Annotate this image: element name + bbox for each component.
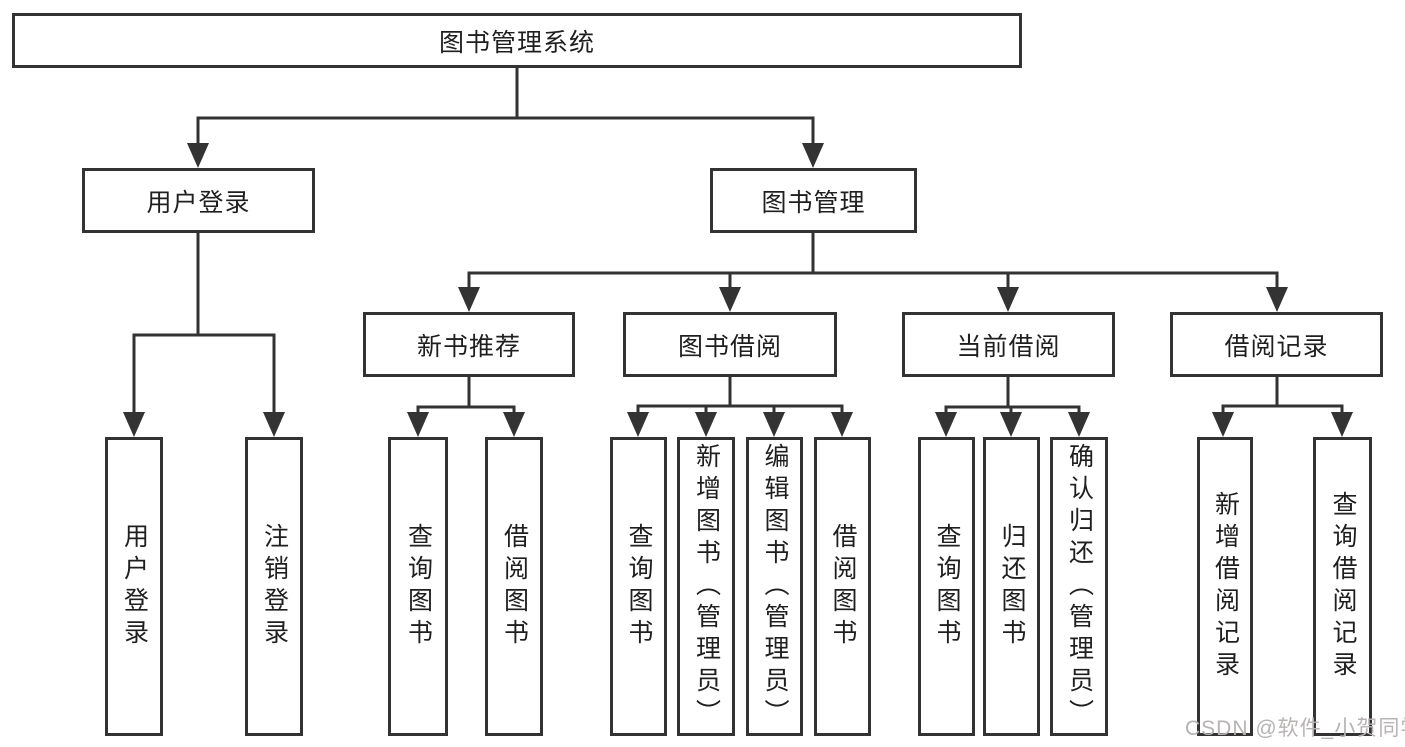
leaf-records-query-record-label: 查询借阅记录 xyxy=(1329,490,1357,683)
node-book-management-label: 图书管理 xyxy=(761,188,866,217)
node-user-login: 用户登录 xyxy=(82,168,315,233)
node-book-borrow-label: 图书借阅 xyxy=(677,332,782,361)
node-current-borrow-label: 当前借阅 xyxy=(956,332,1061,361)
leaf-borrow-borrow-books-label: 借阅图书 xyxy=(829,522,857,651)
node-new-book-recommend: 新书推荐 xyxy=(363,312,575,377)
leaf-user-login-label: 用户登录 xyxy=(120,522,149,651)
leaf-recommend-borrow-books: 借阅图书 xyxy=(485,437,543,736)
node-new-book-recommend-label: 新书推荐 xyxy=(416,332,521,361)
watermark: CSDN @软件_小贺同学 xyxy=(1185,717,1405,740)
node-user-login-label: 用户登录 xyxy=(146,188,251,217)
leaf-current-return-books: 归还图书 xyxy=(983,437,1040,736)
leaf-current-confirm-return-admin: 确认归还（管理员） xyxy=(1050,437,1108,736)
leaf-current-query-books-label: 查询图书 xyxy=(933,522,961,651)
leaf-borrow-query-books: 查询图书 xyxy=(610,437,667,736)
leaf-borrow-edit-books-admin-label: 编辑图书（管理员） xyxy=(761,442,789,731)
leaf-user-login: 用户登录 xyxy=(105,437,163,736)
leaf-borrow-edit-books-admin: 编辑图书（管理员） xyxy=(746,437,803,736)
leaf-records-add-record-label: 新增借阅记录 xyxy=(1211,490,1240,683)
leaf-current-confirm-return-admin-label: 确认归还（管理员） xyxy=(1065,442,1094,731)
leaf-current-return-books-label: 归还图书 xyxy=(998,522,1026,651)
leaf-borrow-query-books-label: 查询图书 xyxy=(625,522,653,651)
node-borrow-records-label: 借阅记录 xyxy=(1224,332,1329,361)
leaf-recommend-query-books: 查询图书 xyxy=(388,437,448,736)
leaf-records-query-record: 查询借阅记录 xyxy=(1313,437,1372,736)
leaf-logout: 注销登录 xyxy=(245,437,303,736)
leaf-borrow-add-books-admin: 新增图书（管理员） xyxy=(677,437,735,736)
leaf-records-add-record: 新增借阅记录 xyxy=(1197,437,1253,736)
leaf-borrow-borrow-books: 借阅图书 xyxy=(814,437,871,736)
leaf-borrow-add-books-admin-label: 新增图书（管理员） xyxy=(692,442,721,731)
node-current-borrow: 当前借阅 xyxy=(902,312,1115,377)
node-root-label: 图书管理系统 xyxy=(438,28,595,57)
node-book-management: 图书管理 xyxy=(710,168,917,233)
node-root: 图书管理系统 xyxy=(12,13,1022,68)
leaf-current-query-books: 查询图书 xyxy=(918,437,975,736)
leaf-recommend-borrow-books-label: 借阅图书 xyxy=(500,522,529,651)
node-borrow-records: 借阅记录 xyxy=(1170,312,1383,377)
node-book-borrow: 图书借阅 xyxy=(623,312,837,377)
leaf-recommend-query-books-label: 查询图书 xyxy=(404,522,433,651)
leaf-logout-label: 注销登录 xyxy=(260,522,289,651)
